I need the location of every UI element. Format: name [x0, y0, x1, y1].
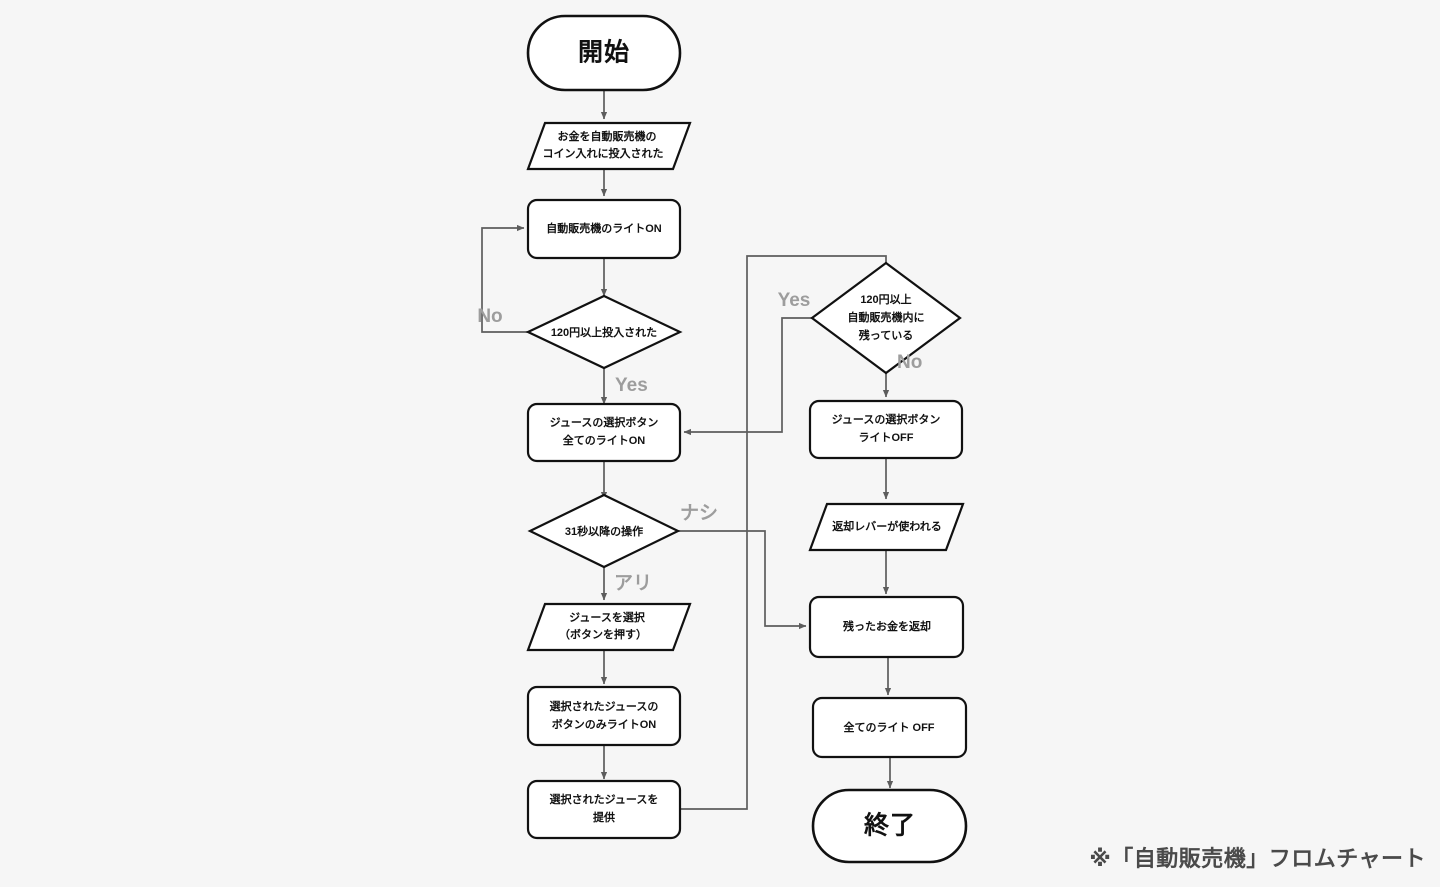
edge-checkremain-yes-to-allbtnon: [683, 317, 812, 436]
branch-label-yes-120: Yes: [615, 375, 648, 396]
node-end[interactable]: 終了: [811, 788, 968, 864]
edge-timeout31-nashi-to-refund: [678, 530, 807, 630]
branch-label-no-120: No: [477, 306, 502, 327]
branch-label-ari-31: アリ: [614, 573, 652, 594]
node-check-remain-line1: 120円以上: [860, 292, 911, 306]
node-light-on[interactable]: 自動販売機のライトON: [526, 198, 682, 260]
node-btn-off[interactable]: ジュースの選択ボタン ライトOFF: [808, 399, 964, 460]
node-check-remain[interactable]: 120円以上 自動販売機内に 残っている: [810, 261, 962, 375]
node-check-120[interactable]: 120円以上投入された: [525, 294, 683, 370]
node-refund[interactable]: 残ったお金を返却: [808, 595, 965, 659]
node-return-lever-label: 返却レバーが使われる: [832, 519, 941, 533]
branch-label-layer: No Yes ナシ アリ Yes No: [477, 290, 922, 594]
node-start[interactable]: 開始: [526, 14, 682, 92]
node-only-btn-on-line1: 選択されたジュースの: [550, 699, 659, 713]
node-only-btn-on[interactable]: 選択されたジュースの ボタンのみライトON: [526, 685, 682, 747]
branch-label-yes-remain: Yes: [778, 290, 811, 311]
branch-label-nashi-31: ナシ: [680, 503, 718, 524]
node-select-juice-line1: ジュースを選択: [569, 610, 646, 624]
node-light-on-label: 自動販売機のライトON: [546, 221, 662, 235]
node-serve-juice-line1: 選択されたジュースを: [550, 792, 659, 806]
node-insert-coin-line1: お金を自動販売機の: [558, 129, 657, 143]
node-check-120-label: 120円以上投入された: [551, 325, 657, 339]
node-serve-juice-line2: 提供: [593, 810, 615, 824]
node-all-btn-on-line1: ジュースの選択ボタン: [550, 415, 659, 429]
node-end-label: 終了: [863, 811, 916, 840]
node-all-btn-on-line2: 全てのライトON: [563, 433, 646, 447]
node-btn-off-line1: ジュースの選択ボタン: [832, 412, 941, 426]
node-refund-label: 残ったお金を返却: [842, 619, 931, 633]
diagram-caption: ※「自動販売機」フロムチャート: [1089, 846, 1426, 871]
node-insert-coin[interactable]: お金を自動販売機の コイン入れに投入された: [526, 121, 692, 171]
node-check-remain-line3: 残っている: [858, 328, 913, 342]
node-timeout-31-label: 31秒以降の操作: [565, 524, 643, 538]
node-btn-off-line2: ライトOFF: [859, 431, 914, 444]
node-timeout-31[interactable]: 31秒以降の操作: [527, 493, 681, 569]
node-insert-coin-line2: コイン入れに投入された: [543, 146, 664, 160]
node-serve-juice[interactable]: 選択されたジュースを 提供: [526, 779, 682, 840]
node-start-label: 開始: [578, 39, 630, 67]
node-select-juice-line2: （ボタンを押す）: [559, 627, 647, 641]
node-all-btn-on[interactable]: ジュースの選択ボタン 全てのライトON: [526, 402, 682, 463]
node-select-juice[interactable]: ジュースを選択 （ボタンを押す）: [526, 602, 692, 652]
node-only-btn-on-line2: ボタンのみライトON: [552, 717, 657, 731]
branch-label-no-remain: No: [897, 352, 922, 373]
node-check-remain-line2: 自動販売機内に: [848, 310, 925, 324]
node-return-lever[interactable]: 返却レバーが使われる: [808, 502, 965, 552]
edge-check120-no-loop: [481, 224, 528, 333]
node-all-light-off[interactable]: 全てのライト OFF: [811, 696, 968, 759]
node-all-light-off-label: 全てのライト OFF: [843, 720, 934, 734]
